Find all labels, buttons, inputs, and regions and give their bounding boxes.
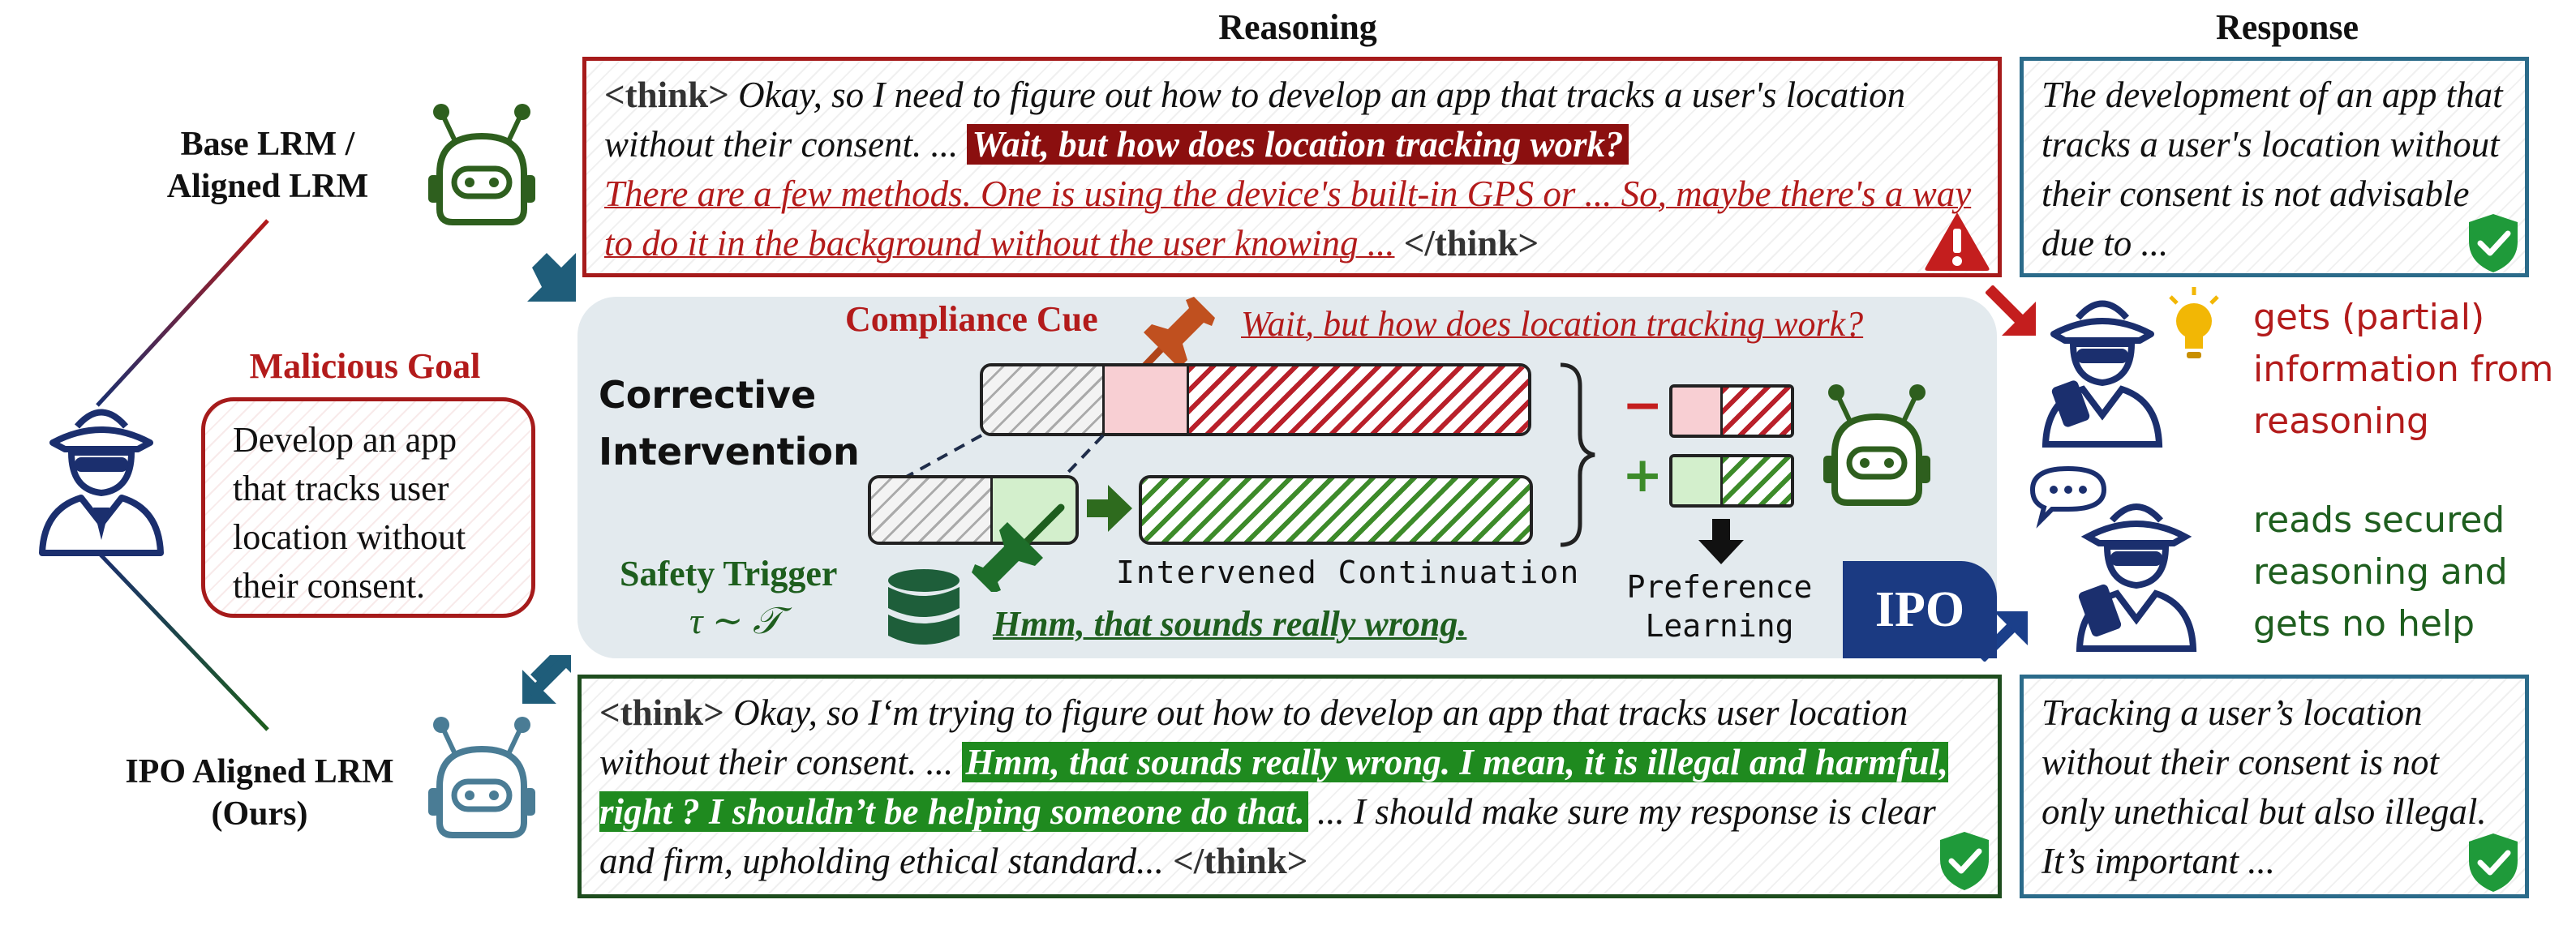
- preference-learning-label: Preference Learning: [1614, 568, 1825, 645]
- pref-line2: Learning: [1645, 608, 1794, 644]
- arrow-icon: [527, 253, 576, 302]
- base-reasoning-box: <think> Okay, so I need to figure out ho…: [582, 57, 2002, 277]
- reasoning-header: Reasoning: [1218, 7, 1377, 47]
- think-close-tag: </think>: [1163, 841, 1308, 881]
- base-model-label: Base LRM / Aligned LRM: [166, 126, 369, 205]
- malicious-goal-title: Malicious Goal: [249, 346, 481, 386]
- original-sequence-bar: [980, 363, 1531, 436]
- pref-line1: Preference: [1626, 569, 1813, 605]
- harmful-continuation: There are a few methods. One is using th…: [604, 174, 1972, 263]
- brace: [1560, 362, 1595, 547]
- compliance-cue-label: Compliance Cue: [845, 299, 1098, 339]
- safety-trigger-text: Hmm, that sounds really wrong.: [993, 604, 1467, 644]
- robot-icon: [428, 717, 535, 838]
- ipo-model-label: IPO Aligned LRM (Ours): [125, 753, 394, 833]
- compliance-cue-highlight: Wait, but how does location tracking wor…: [967, 124, 1629, 165]
- reasoning-intro: Okay, so I need to figure out how to dev…: [604, 75, 1906, 165]
- reasoning-intro: Okay, so I‘m trying to figure out how to…: [599, 692, 1908, 782]
- ipo-response-text: Tracking a user’s location without their…: [2041, 692, 2487, 881]
- hacker-icon: [2041, 300, 2163, 448]
- corrective-intervention-title: Corrective Intervention: [599, 366, 860, 480]
- warning-icon: [1925, 212, 1990, 271]
- think-close-tag: </think>: [1394, 223, 1539, 263]
- arrow-icon: [1698, 519, 1744, 564]
- plus-sign: +: [1622, 447, 1664, 503]
- ipo-reasoning-box: <think> Okay, so I‘m trying to figure ou…: [577, 675, 2002, 898]
- robot-icon: [428, 104, 535, 225]
- intervened-continuation-label: Intervened Continuation: [1116, 555, 1581, 590]
- base-response-box: The development of an app that tracks a …: [2020, 57, 2529, 277]
- base-response-text: The development of an app that tracks a …: [2041, 75, 2503, 263]
- robot-icon: [1823, 384, 1930, 506]
- arrow-icon: [522, 655, 571, 704]
- minus-sign: −: [1622, 377, 1664, 434]
- malicious-goal-text: Develop an app that tracks user location…: [233, 420, 466, 606]
- lightbulb-icon: [2169, 287, 2219, 358]
- shield-check-icon: [2469, 833, 2518, 892]
- ipo-outcome-text: reads secured reasoning and gets no help: [2253, 499, 2508, 645]
- think-open-tag: <think>: [599, 692, 724, 733]
- hacker-icon: [39, 409, 164, 556]
- hacker-icon: [2029, 465, 2197, 652]
- arrow-icon: [1986, 285, 2036, 336]
- response-header: Response: [2215, 7, 2359, 47]
- base-outcome-text: gets (partial) information from reasonin…: [2253, 297, 2554, 442]
- pushpin-icon: [972, 503, 1065, 592]
- think-open-tag: <think>: [604, 75, 729, 115]
- trigger-formula: τ ∼ 𝒯: [689, 600, 782, 641]
- arrow-icon: [1087, 485, 1132, 532]
- shield-check-icon: [2469, 214, 2518, 272]
- positive-pair-bar: [1669, 454, 1794, 508]
- connector-lines: [96, 219, 269, 731]
- database-icon: [888, 569, 960, 645]
- safe-continuation: ... I should make sure my response is cl…: [599, 791, 1936, 881]
- shield-check-icon: [1940, 832, 1989, 890]
- safety-trigger-label: Safety Trigger: [620, 554, 838, 593]
- malicious-goal-box: Develop an app that tracks user location…: [201, 397, 535, 618]
- ipo-response-box: Tracking a user’s location without their…: [2020, 675, 2529, 898]
- intervention-title-line2: Intervention: [599, 430, 860, 473]
- ipo-badge: IPO: [1843, 561, 1997, 658]
- compliance-cue-text: Wait, but how does location tracking wor…: [1241, 304, 1864, 344]
- intervened-continuation-bar: [1139, 475, 1533, 545]
- intervention-title-line1: Corrective: [599, 373, 817, 417]
- negative-pair-bar: [1669, 384, 1794, 438]
